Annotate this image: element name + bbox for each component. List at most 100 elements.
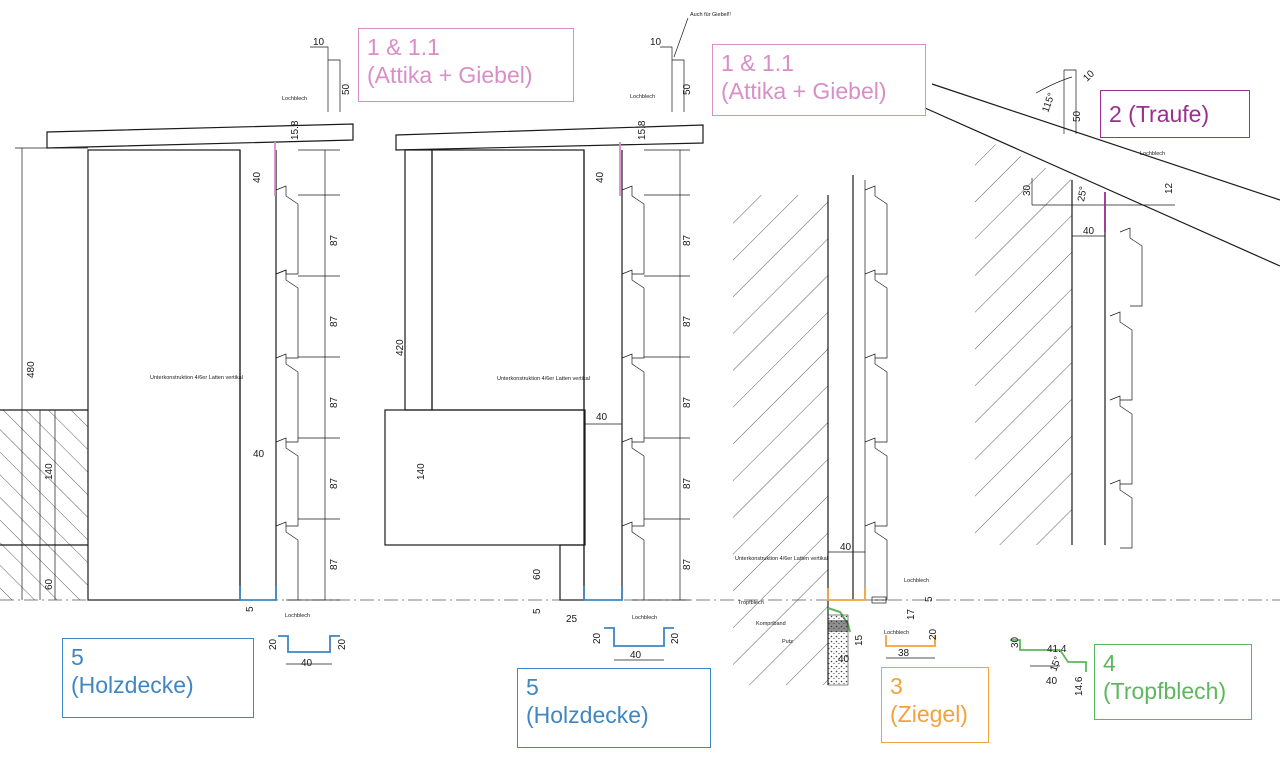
label-tropfblech: 4 (Tropfblech)	[1094, 644, 1252, 720]
label-attika-giebel-1: 1 & 1.1 (Attika + Giebel)	[358, 28, 574, 102]
svg-text:87: 87	[682, 477, 693, 489]
svg-text:Unterkonstruktion 4/6er Latten: Unterkonstruktion 4/6er Latten vertikal	[497, 376, 590, 382]
ziegel-flashing	[827, 588, 866, 601]
label-ziegel: 3 (Ziegel)	[881, 667, 989, 743]
svg-text:Auch für Giebel!!: Auch für Giebel!!	[690, 12, 731, 18]
svg-text:60: 60	[532, 568, 543, 580]
svg-text:15°: 15°	[1048, 655, 1064, 673]
masonry-hatch-traufe	[975, 135, 1072, 545]
svg-text:40: 40	[838, 654, 850, 665]
svg-text:87: 87	[682, 315, 693, 327]
svg-text:20: 20	[268, 638, 279, 650]
label-line: (Tropfblech)	[1103, 678, 1227, 705]
svg-text:Lochblech: Lochblech	[884, 630, 909, 636]
svg-text:5: 5	[924, 596, 935, 602]
svg-text:15.8: 15.8	[637, 120, 648, 140]
svg-text:40: 40	[630, 650, 642, 661]
label-line: (Attika + Giebel)	[721, 78, 887, 105]
label-line: 1 & 1.1	[721, 50, 794, 76]
svg-text:Putz: Putz	[782, 639, 793, 645]
svg-text:Lochblech: Lochblech	[282, 96, 307, 102]
label-line: (Holzdecke)	[526, 702, 649, 729]
svg-text:14.6: 14.6	[1074, 676, 1085, 696]
svg-text:87: 87	[329, 234, 340, 246]
label-line: 5	[71, 644, 84, 670]
svg-text:20: 20	[928, 628, 939, 640]
svg-text:Lochblech: Lochblech	[904, 578, 929, 584]
svg-text:115°: 115°	[1040, 92, 1057, 115]
svg-text:Lochblech: Lochblech	[285, 613, 310, 619]
label-holzdecke-1: 5 (Holzdecke)	[62, 638, 254, 718]
label-line: 2 (Traufe)	[1109, 101, 1210, 127]
svg-text:10: 10	[650, 37, 662, 48]
svg-text:140: 140	[44, 463, 55, 480]
svg-text:87: 87	[329, 477, 340, 489]
svg-text:12: 12	[1164, 182, 1175, 194]
annotation-notes: Lochblech Lochblech Unterkonstruktion 4/…	[150, 12, 1165, 645]
holzdecke-flashing-2	[583, 586, 623, 601]
holzdecke-flashing-1	[239, 586, 277, 601]
detail-1-section	[0, 46, 354, 665]
masonry-hatch-3	[733, 195, 828, 685]
svg-text:87: 87	[329, 558, 340, 570]
svg-text:30: 30	[1010, 636, 1021, 648]
svg-text:420: 420	[395, 339, 406, 356]
detail-2-section	[384, 17, 704, 661]
svg-text:38: 38	[898, 648, 910, 659]
label-line: (Attika + Giebel)	[367, 62, 533, 89]
label-line: 3	[890, 673, 903, 699]
svg-text:40: 40	[252, 171, 263, 183]
label-line: (Ziegel)	[890, 701, 968, 728]
svg-text:Lochblech: Lochblech	[1140, 151, 1165, 157]
label-line: 4	[1103, 650, 1116, 676]
label-traufe: 2 (Traufe)	[1100, 90, 1250, 138]
svg-text:40: 40	[595, 171, 606, 183]
label-line: 5	[526, 674, 539, 700]
label-line: (Holzdecke)	[71, 672, 194, 699]
label-attika-giebel-2: 1 & 1.1 (Attika + Giebel)	[712, 44, 926, 116]
svg-text:5: 5	[245, 606, 256, 612]
svg-text:20: 20	[592, 632, 603, 644]
svg-text:40: 40	[840, 542, 852, 553]
svg-text:20: 20	[337, 638, 348, 650]
svg-text:Lochblech: Lochblech	[630, 94, 655, 100]
svg-text:Lochblech: Lochblech	[632, 615, 657, 621]
svg-text:Tropfblech: Tropfblech	[738, 600, 764, 606]
svg-text:15: 15	[854, 634, 865, 646]
svg-text:50: 50	[682, 83, 693, 95]
svg-text:87: 87	[682, 558, 693, 570]
svg-text:50: 50	[341, 83, 352, 95]
svg-text:40: 40	[596, 412, 608, 423]
svg-text:25: 25	[566, 614, 578, 625]
svg-text:30: 30	[1022, 184, 1033, 196]
svg-text:87: 87	[329, 396, 340, 408]
ceiling-hatch-2	[384, 409, 586, 546]
svg-text:Unterkonstruktion 4/6er Latten: Unterkonstruktion 4/6er Latten vertikal	[735, 556, 828, 562]
svg-text:41.4: 41.4	[1047, 644, 1067, 655]
detail-3-section	[733, 175, 936, 686]
svg-text:87: 87	[329, 315, 340, 327]
svg-text:87: 87	[682, 234, 693, 246]
svg-text:15.8: 15.8	[290, 120, 301, 140]
svg-text:140: 140	[416, 463, 427, 480]
svg-text:40: 40	[253, 449, 265, 460]
roof-slab-1	[46, 123, 354, 149]
dimension-labels: 480 140 60 87 87 87 87 87 40 40 10 50 15…	[26, 37, 1175, 696]
svg-text:40: 40	[1083, 226, 1095, 237]
svg-text:87: 87	[682, 396, 693, 408]
svg-text:40: 40	[301, 658, 313, 669]
label-holzdecke-2: 5 (Holzdecke)	[517, 668, 711, 748]
svg-text:20: 20	[670, 632, 681, 644]
svg-text:60: 60	[44, 578, 55, 590]
label-line: 1 & 1.1	[367, 34, 440, 60]
svg-text:Kompriband: Kompriband	[756, 621, 786, 627]
detail-traufe-section	[924, 69, 1280, 672]
svg-text:5: 5	[532, 608, 543, 614]
svg-text:25°: 25°	[1076, 186, 1089, 203]
svg-text:480: 480	[26, 361, 37, 378]
svg-text:40: 40	[1046, 676, 1058, 687]
svg-text:17: 17	[906, 608, 917, 620]
svg-text:50: 50	[1072, 110, 1083, 122]
svg-text:10: 10	[313, 37, 325, 48]
